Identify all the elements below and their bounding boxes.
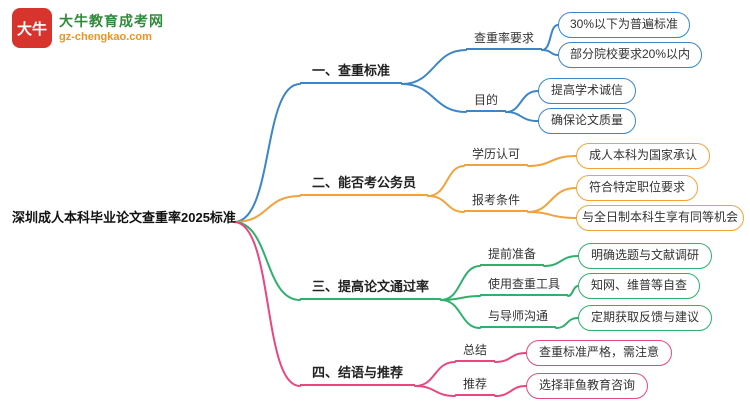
logo-icon-text: 大牛 [16, 20, 47, 38]
branch1-child2: 目的 [466, 90, 506, 112]
branch1-child2-leaf2: 确保论文质量 [538, 108, 636, 134]
branch2-child2: 报考条件 [464, 190, 528, 212]
branch1-child1: 查重率要求 [466, 28, 542, 50]
link-branch3-child3 [440, 299, 481, 329]
branch3-child3-leaf1: 定期获取反馈与建议 [578, 305, 712, 331]
link-b2c1-leaf1 [527, 155, 577, 167]
link-b4c1-leaf1 [494, 352, 527, 363]
link-branch2-child2 [427, 195, 465, 213]
branch4-child2-leaf1: 选择菲鱼教育咨询 [526, 373, 648, 399]
branch2-child2-leaf1: 符合特定职位要求 [576, 175, 698, 201]
branch2-child2-leaf2: 与全日制本科生享有同等机会 [576, 205, 744, 231]
branch3-child3: 与导师沟通 [480, 306, 556, 328]
link-branch1-child2 [401, 83, 467, 113]
link-branch3-child1 [440, 265, 481, 301]
link-root-branch2 [233, 195, 301, 223]
branch4-title: 四、结语与推荐 [300, 362, 415, 386]
link-branch2-child1 [427, 165, 465, 197]
branch2-title: 二、能否考公务员 [300, 172, 428, 196]
link-b3c1-leaf1 [543, 255, 579, 267]
link-b4c2-leaf1 [494, 385, 527, 397]
logo-text-block: 大牛教育成考网 gz-chengkao.com [59, 12, 164, 44]
link-b2c2-leaf2 [527, 211, 577, 219]
branch3-child1-leaf1: 明确选题与文献调研 [578, 243, 712, 269]
site-logo: 大牛 大牛教育成考网 gz-chengkao.com [12, 8, 164, 48]
link-root-branch3 [233, 221, 301, 301]
link-branch4-child1 [414, 361, 456, 387]
link-child2-leaf1 [505, 90, 539, 113]
branch4-child2: 推荐 [455, 374, 495, 396]
branch3-child2: 使用查重工具 [480, 274, 568, 296]
logo-icon: 大牛 [12, 8, 52, 48]
branch1-child2-leaf1: 提高学术诚信 [538, 78, 636, 104]
branch2-child1: 学历认可 [464, 144, 528, 166]
logo-site-url: gz-chengkao.com [59, 31, 152, 43]
branch1-child1-leaf1: 30%以下为普遍标准 [558, 12, 690, 38]
link-b2c2-leaf1 [527, 187, 577, 213]
branch3-child2-leaf1: 知网、维普等自查 [578, 273, 700, 299]
logo-site-name: 大牛教育成考网 [59, 13, 164, 29]
link-child1-leaf2 [541, 49, 559, 56]
branch4-child1-leaf1: 查重标准严格，需注意 [526, 340, 672, 366]
link-branch1-child1 [401, 49, 467, 85]
branch1-title: 一、查重标准 [300, 60, 402, 84]
link-b3c3-leaf1 [555, 317, 579, 329]
branch3-child1: 提前准备 [480, 244, 544, 266]
link-branch4-child2 [414, 385, 456, 397]
branch1-child1-leaf2: 部分院校要求20%以内 [558, 42, 702, 68]
link-root-branch4 [233, 221, 301, 387]
link-child1-leaf1 [541, 24, 559, 51]
branch3-title: 三、提高论文通过率 [300, 276, 441, 300]
branch2-child1-leaf1: 成人本科为国家承认 [576, 143, 710, 169]
link-root-branch1 [233, 83, 301, 223]
root-node: 深圳成人本科毕业论文查重率2025标准 [12, 210, 236, 225]
link-b3c2-leaf1 [567, 285, 579, 297]
link-child2-leaf2 [505, 111, 539, 122]
branch4-child1: 总结 [455, 340, 495, 362]
